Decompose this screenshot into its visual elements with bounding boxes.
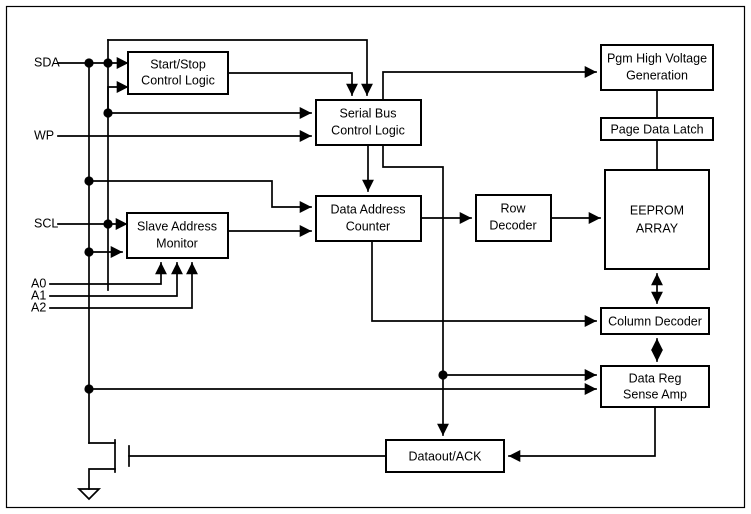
wire-a2 bbox=[49, 262, 198, 309]
block-label-line: Page Data Latch bbox=[610, 122, 703, 136]
wire-sda-to-serialbus bbox=[107, 39, 373, 96]
block-dataout-ack[interactable]: Dataout/ACK bbox=[385, 439, 505, 473]
junction-dot-layer bbox=[84, 58, 448, 394]
wire-serialbus-to-pgmhv bbox=[382, 66, 597, 101]
block-label-line: EEPROM bbox=[630, 203, 684, 217]
block-label-line: Monitor bbox=[156, 236, 198, 250]
junction-dot-sda-slavemonitor bbox=[84, 247, 94, 257]
junction-dot-scl-slavemonitor bbox=[103, 219, 113, 229]
transistor-source bbox=[88, 468, 116, 490]
junction-dot-sda-datacounter bbox=[84, 176, 94, 186]
block-page-data-latch[interactable]: Page Data Latch bbox=[600, 117, 714, 141]
block-eeprom-array[interactable]: EEPROM ARRAY bbox=[604, 169, 710, 270]
block-label-line: Row bbox=[500, 201, 526, 215]
block-label-line: Data Reg bbox=[629, 371, 682, 385]
block-layer: Start/Stop Control Logic Serial Bus Cont… bbox=[126, 44, 714, 473]
pin-label-sda: SDA bbox=[34, 55, 60, 69]
junction-dot-sda-datareg bbox=[84, 384, 94, 394]
pin-label-layer: SDA WP SCL A0 A1 A2 bbox=[31, 55, 60, 314]
junction-dot-sda-startstop bbox=[103, 58, 113, 68]
pin-label-scl: SCL bbox=[34, 216, 58, 230]
block-label-line: Pgm High Voltage bbox=[607, 51, 707, 65]
junction-dot-scl-serialbus bbox=[103, 108, 113, 118]
block-label-line: Column Decoder bbox=[608, 314, 702, 328]
block-label-line: Counter bbox=[346, 219, 390, 233]
block-label-line: Data Address bbox=[330, 202, 405, 216]
wire-a0 bbox=[49, 262, 167, 285]
block-label-line: Dataout/ACK bbox=[409, 449, 483, 463]
block-slave-address-monitor[interactable]: Slave Address Monitor bbox=[126, 212, 229, 259]
block-label-line: Serial Bus bbox=[340, 106, 397, 120]
block-label-line: Sense Amp bbox=[623, 387, 687, 401]
pin-label-wp: WP bbox=[34, 128, 54, 142]
wire-a1 bbox=[49, 262, 183, 297]
block-data-address-counter[interactable]: Data Address Counter bbox=[315, 195, 422, 242]
diagram-border bbox=[5, 5, 746, 509]
block-label-line: Generation bbox=[626, 68, 688, 82]
wire-startstop-to-serialbus bbox=[227, 72, 358, 96]
block-label-line: Control Logic bbox=[141, 73, 215, 87]
wire-datacounter-to-columndecoder bbox=[371, 240, 597, 327]
wire-layer bbox=[49, 39, 663, 501]
block-label-line: ARRAY bbox=[636, 221, 679, 235]
wire-serialbus-to-datareg-bus bbox=[382, 144, 444, 376]
wire-sda-to-datacounter bbox=[88, 180, 312, 213]
block-serial-bus-control-logic[interactable]: Serial Bus Control Logic bbox=[315, 99, 422, 146]
block-label-line: Control Logic bbox=[331, 123, 405, 137]
block-column-decoder[interactable]: Column Decoder bbox=[600, 307, 710, 335]
block-start-stop-control-logic[interactable]: Start/Stop Control Logic bbox=[127, 51, 229, 95]
ground-icon bbox=[76, 488, 102, 501]
pin-label-a2: A2 bbox=[31, 300, 46, 314]
block-label-line: Start/Stop bbox=[150, 57, 206, 71]
wire-datareg-to-dataout bbox=[508, 406, 656, 462]
block-label-line: Slave Address bbox=[137, 219, 217, 233]
block-label-line: Decoder bbox=[489, 218, 536, 232]
wire-startstop-input-2 bbox=[107, 81, 129, 114]
junction-dot-dataout-branch bbox=[438, 370, 448, 380]
block-row-decoder[interactable]: Row Decoder bbox=[475, 194, 552, 242]
pin-label-a1: A1 bbox=[31, 288, 46, 302]
junction-dot-sda-top bbox=[84, 58, 94, 68]
block-pgm-high-voltage-generation[interactable]: Pgm High Voltage Generation bbox=[600, 44, 714, 91]
pin-label-a0: A0 bbox=[31, 276, 46, 290]
block-data-reg-sense-amp[interactable]: Data Reg Sense Amp bbox=[600, 365, 710, 408]
